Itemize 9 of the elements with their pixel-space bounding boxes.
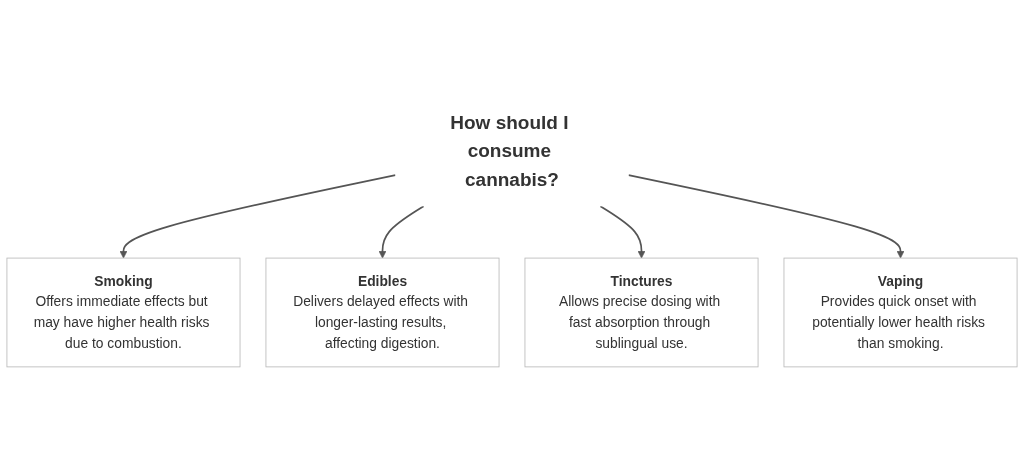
- node-box: Smoking Offers immediate effects but may have higher health risks due to combustion.: [6, 257, 241, 367]
- node-box: Vaping Provides quick onset with potentially lower health risks than smoking.: [783, 257, 1018, 367]
- node-box: Tinctures Allows precise dosing with fast absorption through sublingual use.: [524, 257, 759, 367]
- node-box: Edibles Delivers delayed effects with longer-lasting results, affecting digestion.: [265, 257, 500, 367]
- node-text: How should I consume cannabis?: [450, 110, 569, 190]
- arrow: [627, 173, 905, 259]
- arrow: [599, 205, 646, 259]
- arrow: [119, 173, 397, 259]
- arrow: [378, 205, 425, 259]
